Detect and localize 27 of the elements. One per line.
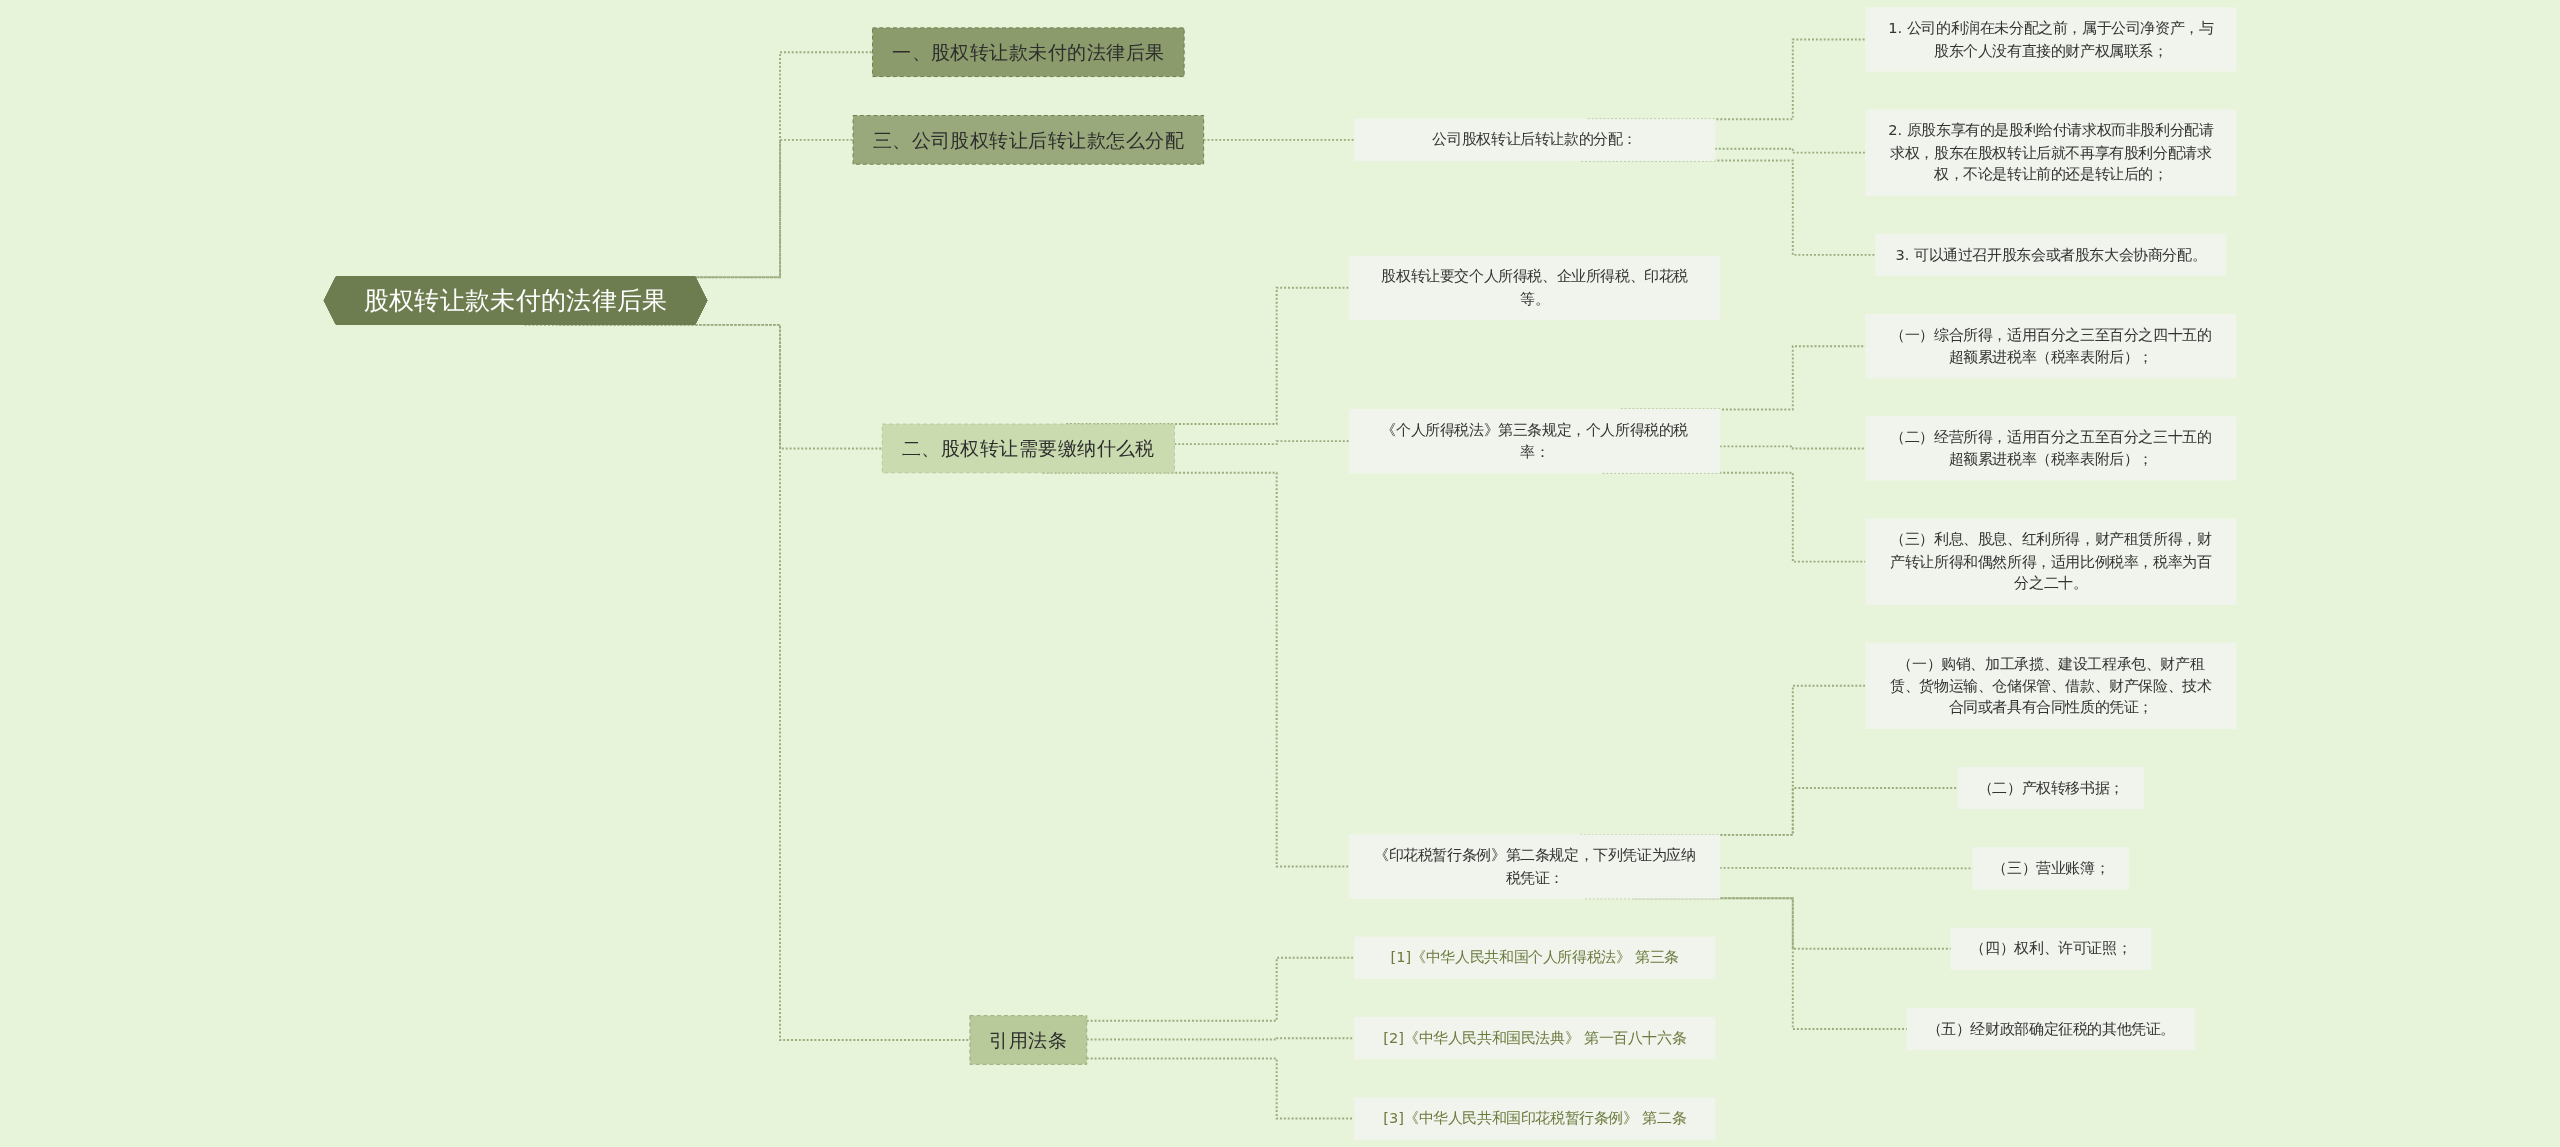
connector [1202,138,1356,141]
node-box: （一）综合所得，适用百分之三至百分之四十五的超额累进税率（税率表附后）； [1865,314,2237,379]
connector [1718,445,1867,450]
connector [1173,440,1351,446]
node-box: 二、股权转让需要缴纳什么税 [881,423,1175,474]
node-box: （三）营业账簿； [1972,847,2130,890]
node-box: （三）利息、股息、红利所得，财产租赁所得，财产转让所得和偶然所得，适用比例税率，税率为百分之二十。 [1865,518,2237,605]
node-box: 一、股权转让款未付的法律后果 [872,27,1185,78]
node-box: （一）购销、加工承揽、建设工程承包、财产租赁、货物运输、仓储保管、借款、财产保险、技术合同或者具有合同性质的凭证； [1865,642,2237,729]
node-box: 2. 原股东享有的是股利给付请求权而非股利分配请求权，股东在股权转让后就不再享有股利分配请求权，不论是转让前的还是转让后的； [1865,109,2237,196]
node-box: 股权转让要交个人所得税、企业所得税、印花税等。 [1349,255,1721,320]
node-box: （四）权利、许可证照； [1950,927,2152,970]
node-box: [3]《中华人民共和国印花税暂行条例》 第二条 [1354,1097,1716,1140]
node-box: [2]《中华人民共和国民法典》 第一百八十六条 [1354,1017,1716,1060]
node-box: 公司股权转让后转让款的分配： [1354,118,1716,162]
node-box: 三、公司股权转让后转让款怎么分配 [852,115,1205,165]
node-box: [1]《中华人民共和国个人所得税法》 第三条 [1354,936,1716,979]
node-box: （五）经财政部确定征税的其他凭证。 [1906,1007,2195,1051]
node-box: （二）产权转移书据； [1957,766,2144,810]
node-box: 1. 公司的利润在未分配之前，属于公司净资产，与股东个人没有直接的财产权属联系； [1865,7,2237,72]
node-box: （二）经营所得，适用百分之五至百分之三十五的超额累进税率（税率表附后）； [1865,416,2237,481]
connector [1713,147,1867,154]
node-box: 《个人所得税法》第三条规定，个人所得税的税率： [1349,409,1721,474]
node-box: 引用法条 [969,1015,1088,1065]
node-box: 3. 可以通过召开股东会或者股东大会协商分配。 [1875,233,2227,277]
connector [1085,956,1356,1022]
node-box: 《印花税暂行条例》第二条规定，下列凭证为应纳税凭证： [1349,834,1721,899]
